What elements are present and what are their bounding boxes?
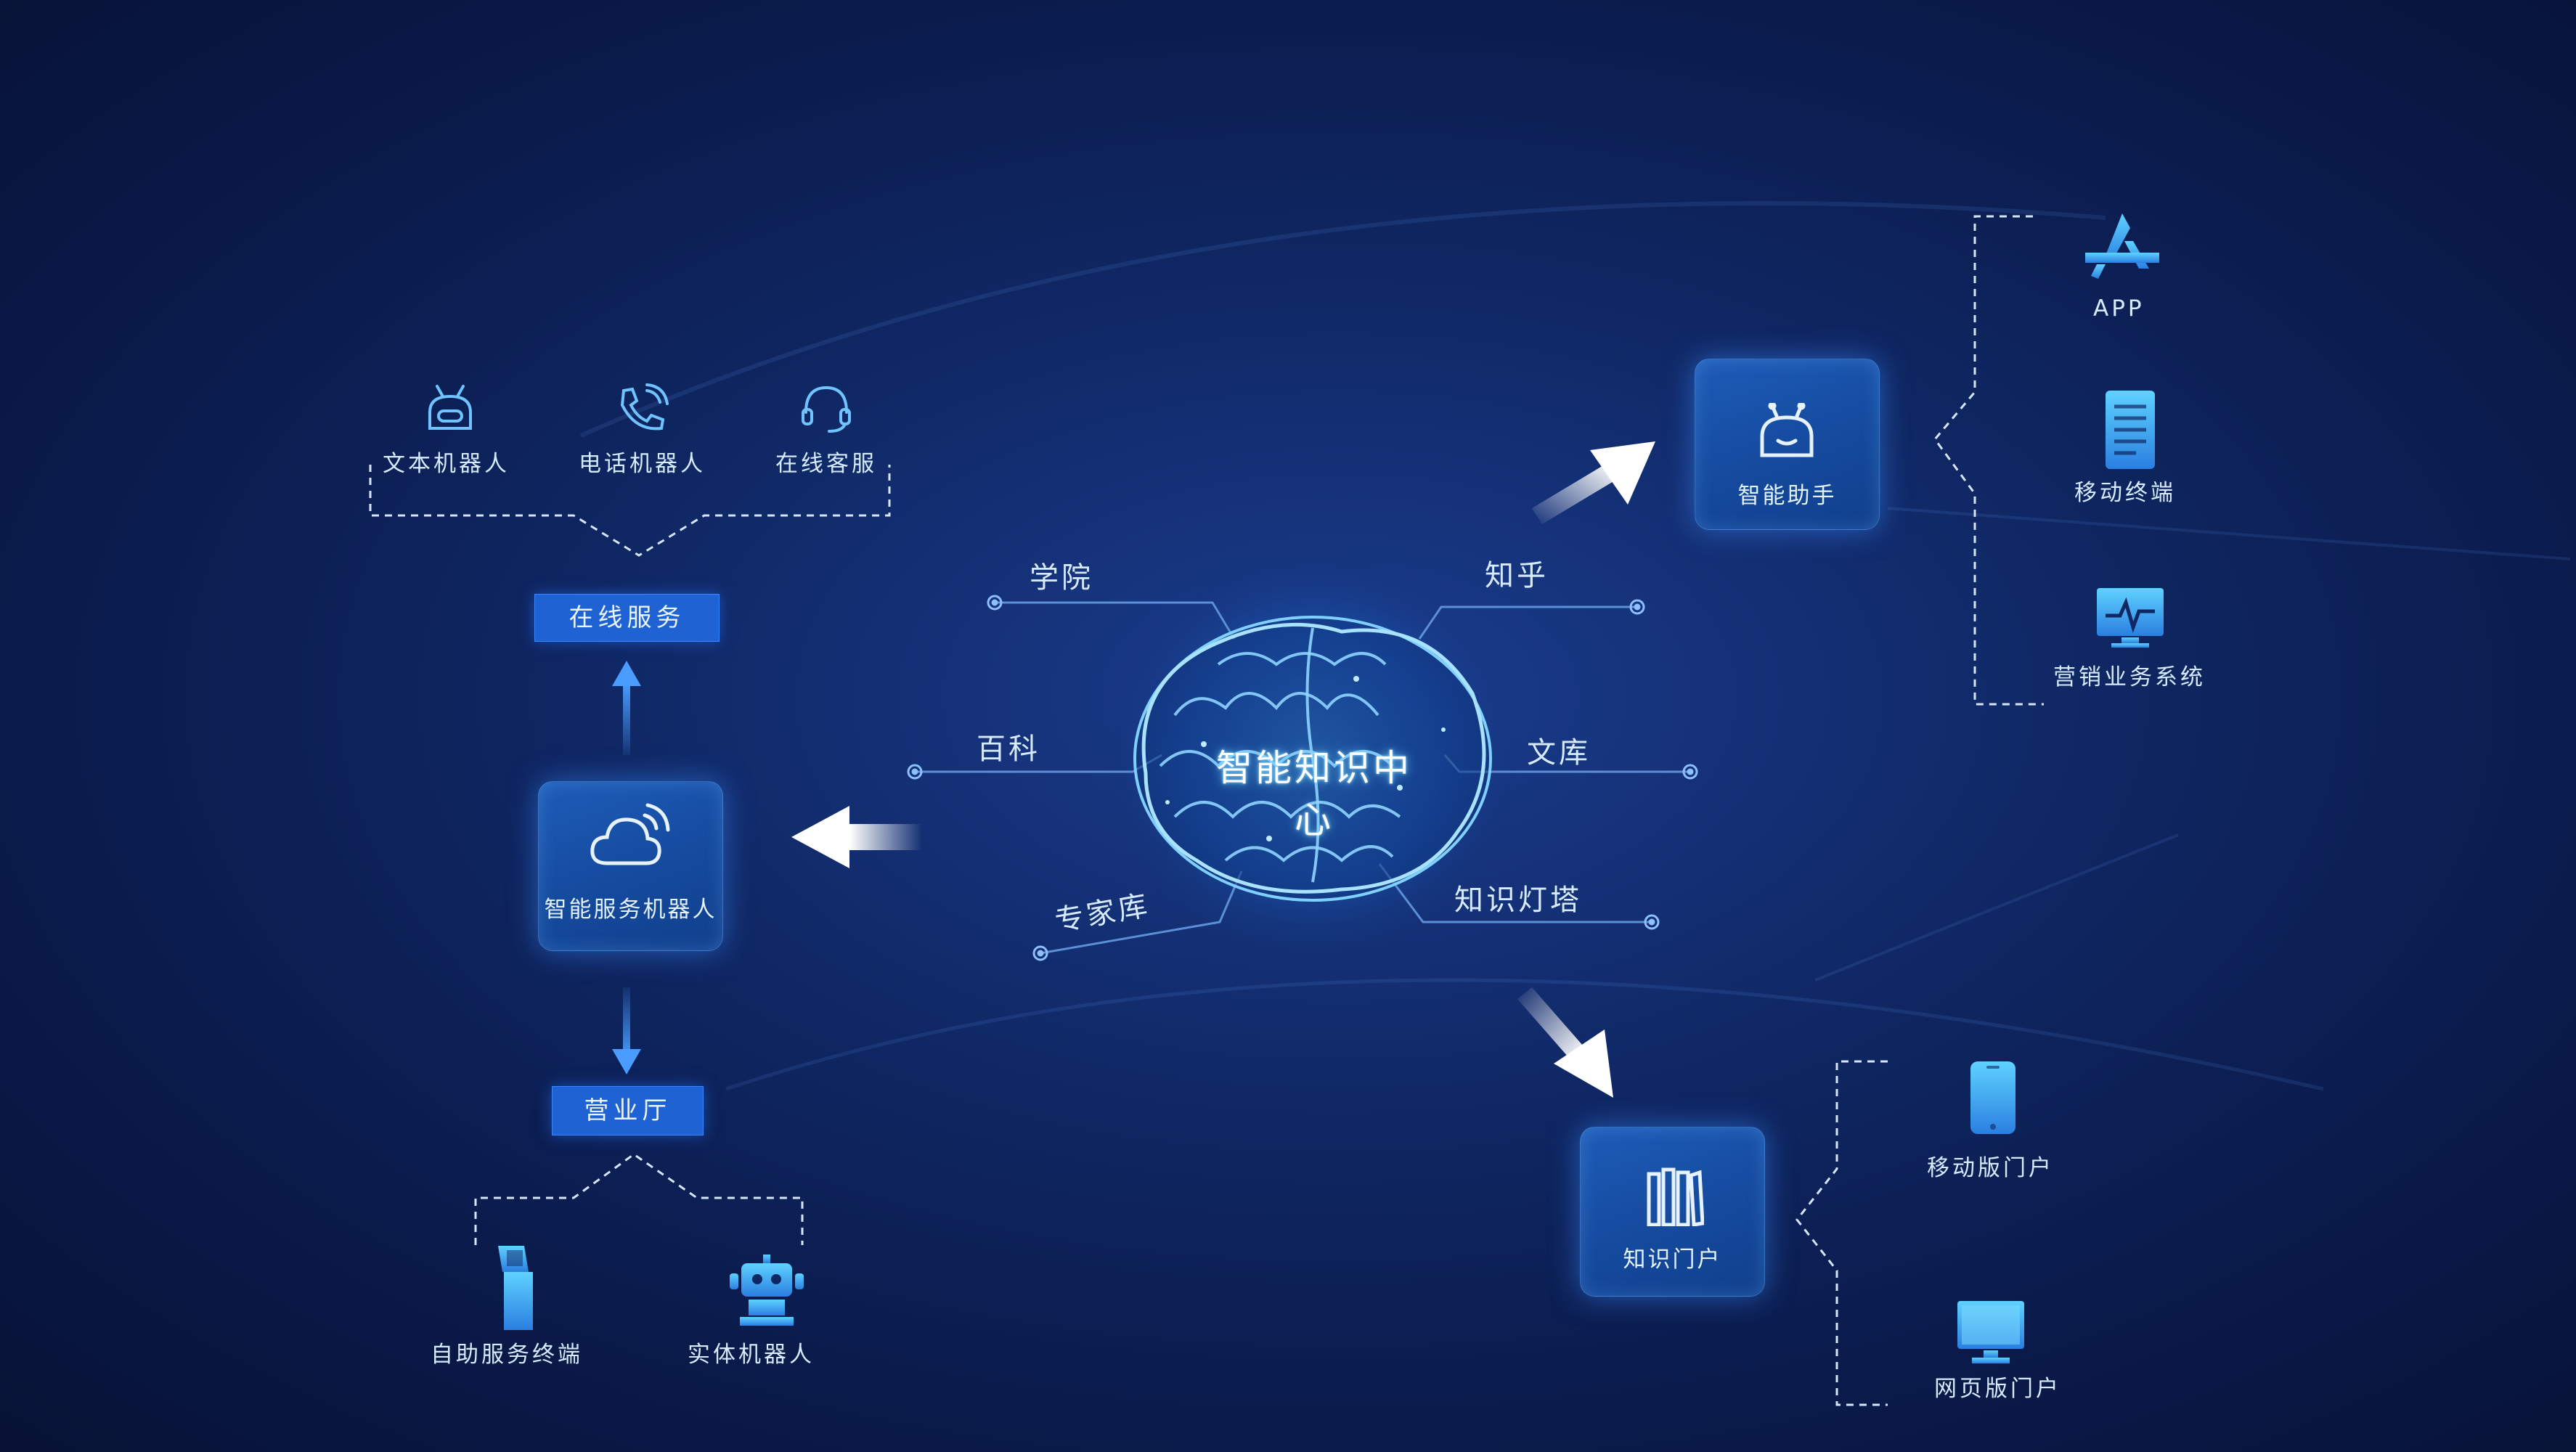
arrow-to-hall — [612, 987, 641, 1074]
portal-label: 知识门户 — [1623, 1247, 1722, 1273]
channel-text-robot: 文本机器人 — [383, 451, 510, 477]
portal-item-mobile: 移动版门户 — [1927, 1155, 2054, 1181]
desktop-icon — [1957, 1301, 2024, 1363]
hall-item-kiosk: 自助服务终端 — [431, 1342, 583, 1368]
source-wenku: 文库 — [1527, 736, 1591, 770]
assistant-label: 智能助手 — [1737, 483, 1837, 509]
kiosk-icon — [498, 1246, 533, 1330]
cloud-signal-icon — [590, 803, 670, 865]
hall-tag[interactable]: 营业厅 — [552, 1086, 704, 1135]
brain-icon — [1133, 616, 1492, 902]
source-baike: 百科 — [977, 733, 1040, 766]
source-zhihu: 知乎 — [1485, 559, 1549, 592]
service-robot-box[interactable]: 智能服务机器人 — [538, 781, 723, 951]
hall-item-physical-robot: 实体机器人 — [688, 1342, 815, 1368]
phone-icon — [620, 383, 669, 431]
document-device-icon — [2106, 391, 2155, 469]
assistant-box[interactable]: 智能助手 — [1695, 359, 1880, 530]
portal-items-bracket — [1796, 1060, 1888, 1406]
assistant-item-marketing-system: 营销业务系统 — [2053, 664, 2206, 690]
online-service-tag[interactable]: 在线服务 — [534, 594, 720, 642]
robot-face-icon — [1760, 403, 1814, 457]
source-endpoints — [907, 595, 1698, 961]
headset-icon — [802, 386, 851, 433]
assistant-item-mobile-terminal: 移动终端 — [2074, 480, 2176, 506]
portal-box[interactable]: 知识门户 — [1580, 1127, 1765, 1297]
channel-online-cs: 在线客服 — [775, 451, 877, 477]
assistant-item-app: APP — [2093, 295, 2145, 322]
robot-icon — [730, 1255, 804, 1326]
arrow-to-service-robot — [791, 806, 922, 868]
assistant-items-bracket — [1933, 215, 2044, 706]
robot-head-icon — [428, 385, 472, 430]
source-academy: 学院 — [1030, 561, 1093, 595]
center-label: 智能知识中心 — [1216, 747, 1412, 841]
arrow-to-portal — [1517, 987, 1613, 1098]
monitor-pulse-icon — [2097, 588, 2164, 648]
books-icon — [1647, 1167, 1704, 1226]
arrow-to-online-service — [612, 661, 641, 755]
hall-items-bracket — [474, 1153, 804, 1245]
portal-item-web: 网页版门户 — [1934, 1376, 2061, 1402]
arrow-to-assistant — [1532, 441, 1655, 524]
app-store-icon — [2085, 213, 2159, 279]
smartphone-icon — [1970, 1061, 2015, 1134]
channel-phone-robot: 电话机器人 — [579, 451, 706, 477]
service-robot-label: 智能服务机器人 — [544, 897, 717, 923]
online-channels-bracket — [369, 465, 891, 557]
light-streaks — [579, 201, 2571, 1091]
source-lighthouse: 知识灯塔 — [1454, 884, 1582, 917]
